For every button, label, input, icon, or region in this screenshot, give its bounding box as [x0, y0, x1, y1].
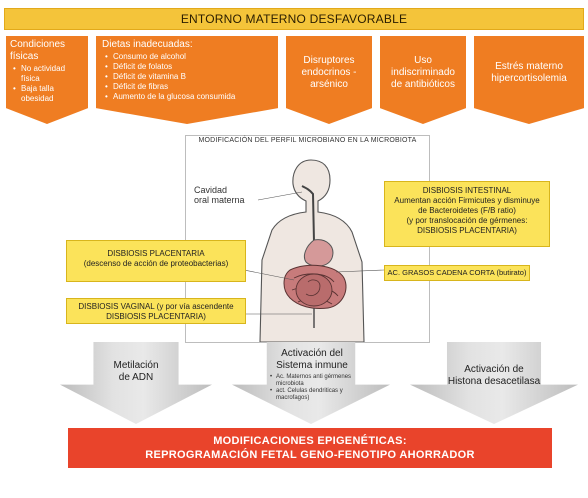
- factor-title: Estrés materno hipercortisolemia: [491, 60, 567, 84]
- factor-list: Consumo de alcohol Déficit de folatos Dé…: [102, 52, 272, 102]
- factor-title: Dietas inadecuadas:: [102, 39, 193, 50]
- list-item: Déficit de vitamina B: [105, 72, 272, 82]
- box-line: (descenso de acción de proteobacterias): [83, 259, 229, 268]
- box-scfa: AC. GRASOS CADENA CORTA (butirato): [384, 265, 530, 281]
- list-item: Baja talla obesidad: [13, 84, 84, 104]
- box-line: DISBIOSIS PLACENTARIA: [107, 249, 205, 258]
- factor-title: Disruptores endocrinos - arsénico: [301, 54, 357, 90]
- mechanism-title: Activación del Sistema inmune: [268, 348, 356, 372]
- outcome-bar: MODIFICACIONES EPIGENÉTICAS: REPROGRAMAC…: [68, 428, 552, 468]
- box-line: (y por translocación de gérmenes:: [406, 216, 528, 225]
- mechanism-line: Metilación: [113, 360, 159, 371]
- box-intestinal-dysbiosis: DISBIOSIS INTESTINAL Aumentan acción Fir…: [384, 181, 550, 247]
- mechanism-line: Histona desacetilasa: [447, 376, 541, 387]
- mechanism-methylation: Metilación de ADN: [93, 360, 179, 384]
- list-item: Ac. Maternos anti gérmenes microbiota: [270, 374, 356, 388]
- mechanism-line: de ADN: [118, 372, 154, 383]
- mechanism-line: Sistema inmune: [276, 360, 348, 371]
- label-line: oral materna: [194, 195, 245, 205]
- immune-list: Ac. Maternos anti gérmenes microbiota ac…: [268, 374, 356, 402]
- box-line: DISBIOSIS VAGINAL (y por vía ascendente: [78, 302, 234, 311]
- factor-title: Uso indiscriminado de antibióticos: [391, 54, 455, 90]
- mechanism-histone: Activación de Histona desacetilasa: [446, 364, 542, 388]
- factor-list: No actividad física Baja talla obesidad: [10, 64, 84, 104]
- factor-physical: Condiciones físicas No actividad física …: [6, 36, 88, 124]
- box-line: DISBIOSIS INTESTINAL: [422, 186, 512, 195]
- box-line: DISBIOSIS PLACENTARIA): [106, 312, 206, 321]
- box-line: DISBIOSIS PLACENTARIA): [417, 226, 517, 235]
- mechanism-immune: Activación del Sistema inmune Ac. Matern…: [268, 348, 356, 402]
- esophagus: [301, 185, 315, 243]
- box-line: Aumentan acción Firmicutes y disminuye: [394, 196, 540, 205]
- factor-diet: Dietas inadecuadas: Consumo de alcohol D…: [96, 36, 278, 124]
- list-item: Consumo de alcohol: [105, 52, 272, 62]
- fetus: [295, 273, 333, 307]
- factor-stress: Estrés materno hipercortisolemia: [474, 36, 584, 124]
- factor-antibiotics: Uso indiscriminado de antibióticos: [380, 36, 466, 124]
- label-line: Cavidad: [194, 185, 228, 195]
- box-vaginal-dysbiosis: DISBIOSIS VAGINAL (y por vía ascendente …: [66, 298, 246, 324]
- list-item: Aumento de la glucosa consumida: [105, 92, 272, 102]
- list-item: act. Celulas dendriticas y macrofagos): [270, 388, 356, 402]
- oral-cavity-label: Cavidad oral materna: [194, 185, 245, 205]
- mechanism-line: Activación del: [281, 348, 343, 359]
- panel-title: MODIFICACIÓN DEL PERFIL MICROBIANO EN LA…: [198, 137, 417, 144]
- list-item: No actividad física: [13, 64, 84, 84]
- list-item: Déficit de fibras: [105, 82, 272, 92]
- banner: ENTORNO MATERNO DESFAVORABLE: [4, 8, 584, 30]
- outcome-line: REPROGRAMACIÓN FETAL GENO-FENOTIPO AHORR…: [145, 449, 475, 461]
- outcome-line: MODIFICACIONES EPIGENÉTICAS:: [213, 435, 407, 447]
- box-line: de Bacteroidetes (F/B ratio): [418, 206, 516, 215]
- list-item: Déficit de folatos: [105, 62, 272, 72]
- mechanism-line: Activación de: [464, 364, 524, 375]
- factor-title: Condiciones físicas: [10, 39, 66, 62]
- factor-endocrine: Disruptores endocrinos - arsénico: [286, 36, 372, 124]
- box-placental-dysbiosis: DISBIOSIS PLACENTARIA (descenso de acció…: [66, 240, 246, 282]
